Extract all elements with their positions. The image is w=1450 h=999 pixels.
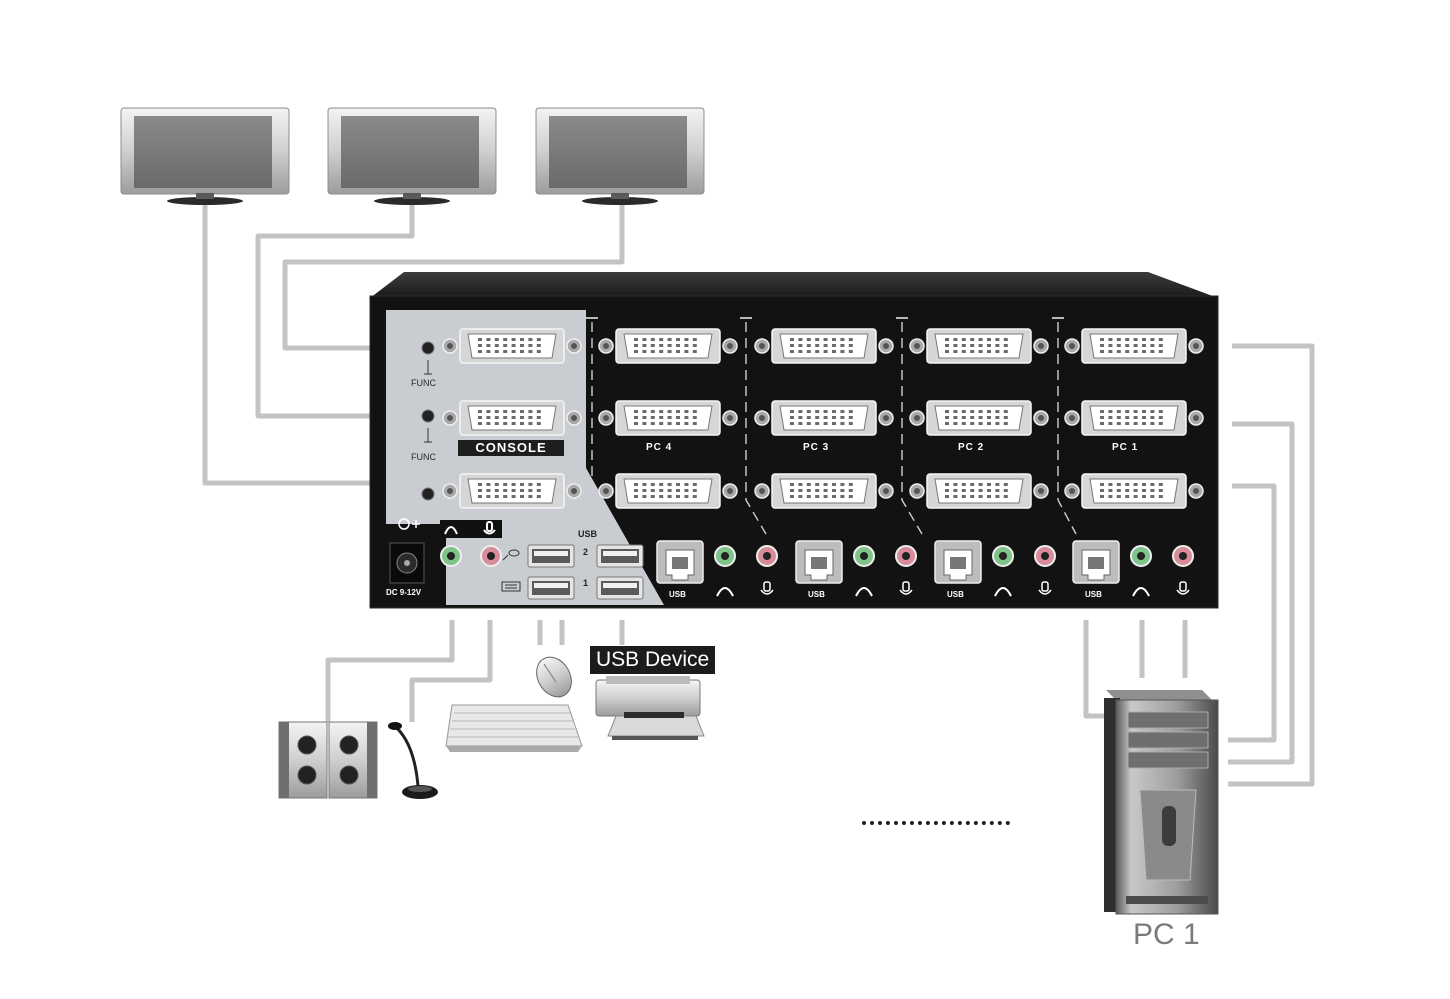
pc-io-group xyxy=(656,540,778,597)
mic-symbol-icon xyxy=(760,581,774,595)
usb-header-label: USB xyxy=(578,529,598,539)
pc-3-usb-label: USB xyxy=(808,590,825,599)
dvi-port-icon[interactable] xyxy=(909,473,1049,509)
func-label: FUNC xyxy=(411,452,436,462)
keyboard-icon xyxy=(445,704,583,752)
monitor-icon xyxy=(535,107,705,205)
dvi-port-grid xyxy=(442,328,1204,509)
headphone-symbol-icon xyxy=(716,587,734,597)
pc1-usb-cable xyxy=(1083,620,1106,719)
usb-a-port-icon[interactable] xyxy=(527,544,575,568)
microphone-icon xyxy=(388,722,438,799)
monitor-cable-3 xyxy=(282,205,625,351)
speakers-icon xyxy=(278,721,378,799)
mic-jack-icon[interactable] xyxy=(1034,545,1056,567)
headphone-symbol-icon xyxy=(444,526,458,535)
headphone-jack-icon[interactable] xyxy=(714,545,736,567)
keyboard-symbol-icon xyxy=(501,581,521,592)
func-button-icon[interactable] xyxy=(421,341,435,355)
usb-b-port-icon[interactable] xyxy=(795,540,843,584)
mic-symbol-icon xyxy=(1176,581,1190,595)
headphone-symbol-icon xyxy=(1132,587,1150,597)
dvi-port-icon[interactable] xyxy=(442,473,582,509)
dc-power-label: DC 9-12V xyxy=(386,588,422,597)
pc1-dvi-cable-3 xyxy=(1228,483,1277,743)
usb-a-port-icon[interactable] xyxy=(596,544,644,568)
mic-jack-icon[interactable] xyxy=(895,545,917,567)
usb-device-label: USB Device xyxy=(590,646,716,674)
console-io xyxy=(389,518,644,600)
func-buttons xyxy=(421,341,435,501)
dvi-port-icon[interactable] xyxy=(754,328,894,364)
usb-b-port-icon[interactable] xyxy=(934,540,982,584)
pc-2-label: PC 2 xyxy=(958,442,985,453)
dvi-port-icon[interactable] xyxy=(598,328,738,364)
usb-b-port-icon[interactable] xyxy=(656,540,704,584)
pc1-dvi-cable-1 xyxy=(1228,343,1315,787)
headphone-symbol-icon xyxy=(855,587,873,597)
console-label: CONSOLE xyxy=(458,440,564,456)
port-dividers xyxy=(591,322,1077,535)
pc-io-ports xyxy=(656,540,1194,597)
pc-io-group xyxy=(795,540,917,597)
dvi-port-icon[interactable] xyxy=(598,473,738,509)
dvi-port-icon[interactable] xyxy=(442,400,582,436)
pc-1-computer-label: PC 1 xyxy=(1133,918,1200,951)
mouse-symbol-icon xyxy=(502,549,520,561)
mic-jack-icon[interactable] xyxy=(756,545,778,567)
dvi-port-icon[interactable] xyxy=(598,400,738,436)
func-button-icon[interactable] xyxy=(421,409,435,423)
dvi-port-icon[interactable] xyxy=(909,400,1049,436)
mic-cable xyxy=(409,620,493,722)
pc-4-usb-label: USB xyxy=(669,590,686,599)
headphone-jack-icon[interactable] xyxy=(1130,545,1152,567)
func-label: FUNC xyxy=(411,378,436,388)
cables xyxy=(202,205,1315,787)
monitor-icon xyxy=(120,107,290,205)
pc-tower-icon xyxy=(1104,690,1219,915)
dvi-port-icon[interactable] xyxy=(1064,473,1204,509)
headphone-symbol-icon xyxy=(994,587,1012,597)
pc-2-usb-label: USB xyxy=(947,590,964,599)
dvi-port-icon[interactable] xyxy=(909,328,1049,364)
dvi-port-icon[interactable] xyxy=(754,473,894,509)
monitor-cable-2 xyxy=(255,205,462,419)
monitor-icon xyxy=(327,107,497,205)
pc-3-label: PC 3 xyxy=(803,442,830,453)
func-button-icon[interactable] xyxy=(421,487,435,501)
usb-row-2-label: 2 xyxy=(583,547,589,557)
dvi-port-icon[interactable] xyxy=(754,400,894,436)
usb-a-port-icon[interactable] xyxy=(527,576,575,600)
usb-b-port-icon[interactable] xyxy=(1072,540,1120,584)
mic-symbol-icon xyxy=(483,521,496,535)
pc-io-group xyxy=(934,540,1056,597)
headphone-jack-icon[interactable] xyxy=(992,545,1014,567)
pc1-dvi-cable-2 xyxy=(1228,421,1295,765)
dc-polarity-icon xyxy=(398,518,420,530)
pc-1-label: PC 1 xyxy=(1112,442,1139,453)
mic-symbol-icon xyxy=(1038,581,1052,595)
headphone-jack-icon[interactable] xyxy=(853,545,875,567)
usb-a-port-icon[interactable] xyxy=(596,576,644,600)
mouse-icon xyxy=(536,656,572,698)
dvi-port-icon[interactable] xyxy=(1064,400,1204,436)
switch-top xyxy=(370,272,1218,298)
pc-io-group xyxy=(1072,540,1194,597)
pc-4-label: PC 4 xyxy=(646,442,673,453)
usb-row-1-label: 1 xyxy=(583,578,589,588)
dvi-port-icon[interactable] xyxy=(1064,328,1204,364)
pc-1-usb-label: USB xyxy=(1085,590,1102,599)
printer-icon xyxy=(595,676,705,740)
speaker-cable xyxy=(325,620,455,722)
mic-jack-icon[interactable] xyxy=(1172,545,1194,567)
monitors xyxy=(120,107,705,205)
dvi-port-icon[interactable] xyxy=(442,328,582,364)
more-pcs-ellipsis xyxy=(862,821,1010,825)
mic-symbol-icon xyxy=(899,581,913,595)
